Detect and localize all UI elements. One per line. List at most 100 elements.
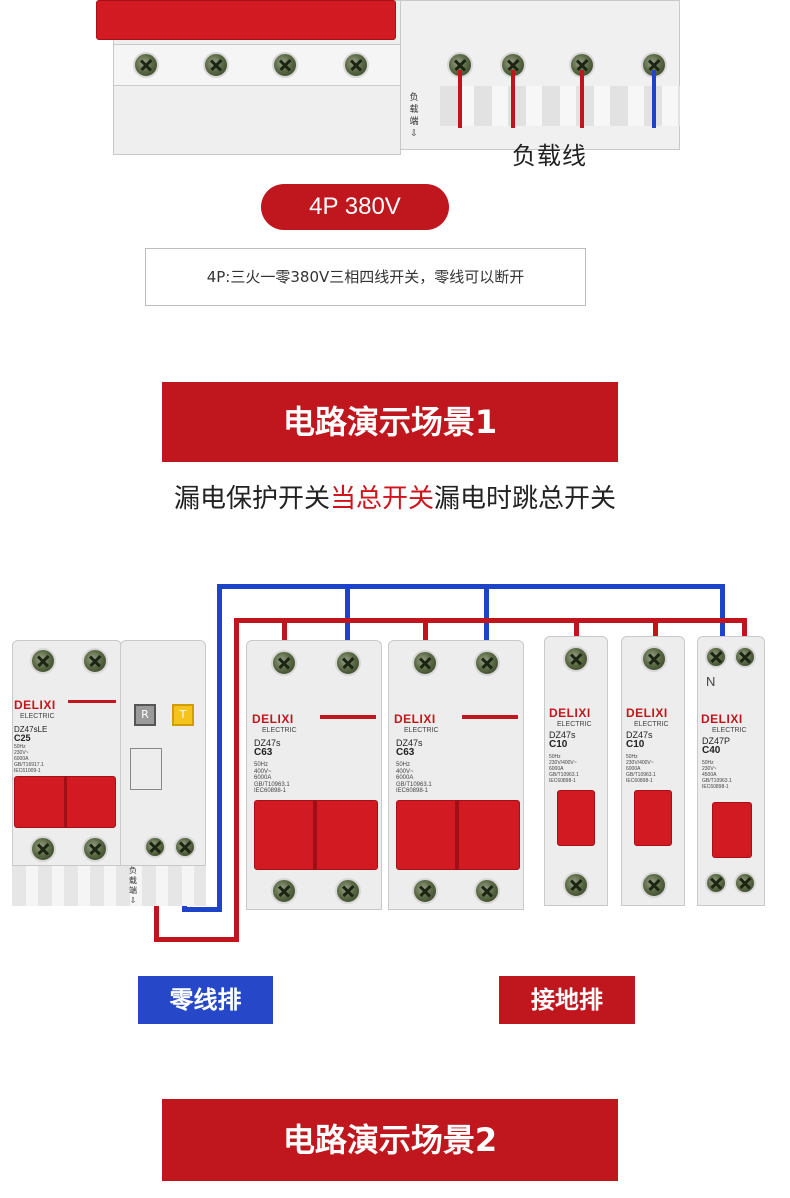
terminal-screw [563, 646, 589, 672]
main-breaker-handle-slot [64, 776, 67, 828]
breaker-model: DZ47s [549, 730, 576, 740]
description-text: 4P:三火一零380V三相四线开关，零线可以断开 [206, 268, 525, 286]
breaker-stripe [462, 715, 518, 719]
red-wire-left [234, 618, 239, 942]
terminal-screw [343, 52, 369, 78]
breaker-c10-1 [544, 636, 608, 906]
ground-bar-label: 接地排 [499, 976, 635, 1024]
wiring-diagram: DELIXI ELECTRIC DZ47sLE C25 50Hz 230V~ 6… [0, 570, 790, 950]
load-wire-red [511, 70, 515, 128]
breaker-model: DZ47s [396, 738, 423, 748]
terminal-screw [641, 872, 667, 898]
breaker-handle[interactable] [712, 802, 752, 858]
neutral-n-label: N [706, 674, 716, 689]
breaker-brand: DELIXI [626, 706, 668, 720]
terminal-screw [82, 836, 108, 862]
breaker-rating: C40 [702, 745, 721, 756]
main-side-label: 负 载 端 ⇩ [129, 866, 137, 905]
subtitle-prefix: 漏电保护开关 [173, 484, 330, 514]
blue-wire-left [217, 584, 222, 912]
main-breaker-rating: C25 [14, 733, 31, 743]
load-wire-red [580, 70, 584, 128]
scene1-subtitle: 漏电保护开关当总开关漏电时跳总开关 [0, 478, 790, 515]
subtitle-suffix: 漏电时跳总开关 [434, 484, 617, 514]
red-wire-bottom [154, 937, 239, 942]
blue-drop [484, 584, 489, 664]
breaker-stripe [320, 715, 376, 719]
voltage-pill: 4P 380V [261, 184, 449, 230]
terminal-screw [335, 878, 361, 904]
terminal-screw [705, 872, 727, 894]
main-breaker-model: DZ47sLE [14, 725, 48, 734]
breaker-handle-slot [313, 800, 317, 870]
terminal-screw [30, 648, 56, 674]
r-button[interactable]: R [134, 704, 156, 726]
terminal-screw [474, 650, 500, 676]
blue-wire-bottom [182, 907, 222, 912]
main-breaker-brand-sub: ELECTRIC [20, 713, 55, 720]
terminal-screw [203, 52, 229, 78]
breaker-specs: 50Hz 230V~ 4500A GB/T10963.1 IEC60898-1 [702, 760, 732, 790]
leakage-module [120, 640, 206, 866]
breaker-model: DZ47s [254, 738, 281, 748]
terminal-screw [271, 878, 297, 904]
breaker-c10-2 [621, 636, 685, 906]
breaker-handle-slot [455, 800, 459, 870]
terminal-screw [271, 650, 297, 676]
top-breaker-handle [96, 0, 396, 40]
load-wire-label: 负载线 [512, 142, 587, 170]
breaker-brand: DELIXI [394, 712, 436, 726]
red-wire-top [234, 618, 746, 623]
breaker-handle[interactable] [557, 790, 595, 846]
breaker-brand: DELIXI [701, 712, 743, 726]
terminal-screw [563, 872, 589, 898]
top-breaker-photo: 负 载 端 ⇩ 负载线 [0, 0, 790, 180]
terminal-fins [440, 86, 680, 126]
terminal-screw [133, 52, 159, 78]
scene1-banner: 电路演示场景1 [162, 382, 618, 462]
breaker-rating: C63 [396, 747, 415, 758]
terminal-screw [412, 650, 438, 676]
breaker-brand-sub: ELECTRIC [262, 727, 297, 734]
terminal-screw [412, 878, 438, 904]
breaker-brand: DELIXI [252, 712, 294, 726]
main-leakage-breaker [12, 640, 122, 866]
terminal-screw [474, 878, 500, 904]
breaker-rating: C63 [254, 747, 273, 758]
main-breaker-stripe [68, 700, 116, 703]
terminal-screw [82, 648, 108, 674]
terminal-screw [30, 836, 56, 862]
load-wire-red [458, 70, 462, 128]
description-box: 4P:三火一零380V三相四线开关，零线可以断开 [145, 248, 586, 306]
terminal-screw [705, 646, 727, 668]
breaker-specs: 50Hz 400V~ 6000A GB/T10963.1 IEC60898-1 [396, 762, 432, 794]
breaker-model: DZ47s [626, 730, 653, 740]
top-leakage-module [400, 0, 680, 150]
breaker-rating: C10 [626, 739, 645, 750]
terminal-screw [144, 836, 166, 858]
breaker-model: DZ47P [702, 736, 731, 746]
breaker-brand-sub: ELECTRIC [712, 727, 747, 734]
main-breaker-specs: 50Hz 230V~ 6000A GB/T16917.1 IEC61009-1 [14, 744, 44, 774]
t-button[interactable]: T [172, 704, 194, 726]
breaker-specs: 50Hz 230V/400V~ 6000A GB/T10963.1 IEC608… [549, 754, 579, 784]
breaker-brand-sub: ELECTRIC [404, 727, 439, 734]
breaker-c40 [697, 636, 765, 906]
terminal-screw [734, 872, 756, 894]
terminal-screw [335, 650, 361, 676]
neutral-bar-label: 零线排 [138, 976, 273, 1024]
main-breaker-base [12, 866, 206, 906]
breaker-brand-sub: ELECTRIC [557, 721, 592, 728]
terminal-screw [272, 52, 298, 78]
blue-wire-top [217, 584, 725, 589]
load-wire-blue [652, 70, 656, 128]
breaker-rating: C10 [549, 739, 568, 750]
breaker-specs: 50Hz 230V/400V~ 6000A GB/T10963.1 IEC608… [626, 754, 656, 784]
breaker-handle[interactable] [634, 790, 672, 846]
main-breaker-brand: DELIXI [14, 698, 56, 712]
scene2-banner: 电路演示场景2 [162, 1099, 618, 1181]
breaker-brand: DELIXI [549, 706, 591, 720]
breaker-specs: 50Hz 400V~ 6000A GB/T10963.1 IEC60898-1 [254, 762, 290, 794]
subtitle-highlight: 当总开关 [329, 484, 434, 514]
top-side-label: 负 载 端 ⇩ [409, 93, 419, 139]
